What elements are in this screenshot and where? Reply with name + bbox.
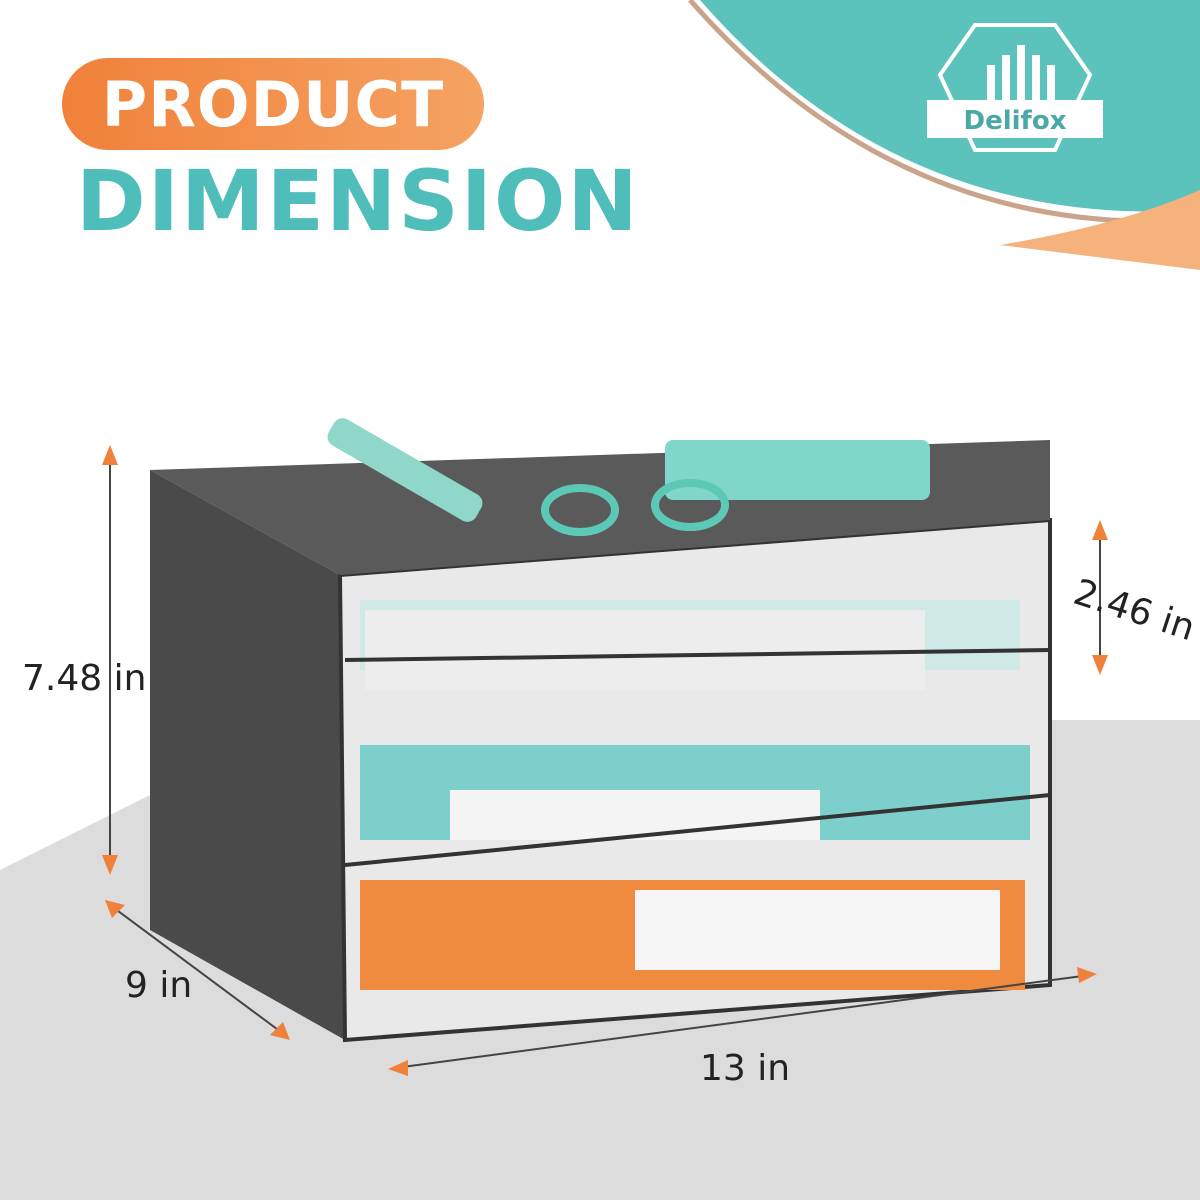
width-dimension: 13 in xyxy=(700,1048,791,1089)
page-title: DIMENSION xyxy=(76,152,640,250)
brand-name: Delifox xyxy=(963,106,1067,136)
badge-text: PRODUCT xyxy=(101,67,445,141)
depth-dimension: 9 in xyxy=(125,965,193,1006)
brand-logo-icon xyxy=(927,23,1103,152)
height-dimension: 7.48 in xyxy=(22,658,147,699)
product-badge: PRODUCT xyxy=(62,58,484,150)
